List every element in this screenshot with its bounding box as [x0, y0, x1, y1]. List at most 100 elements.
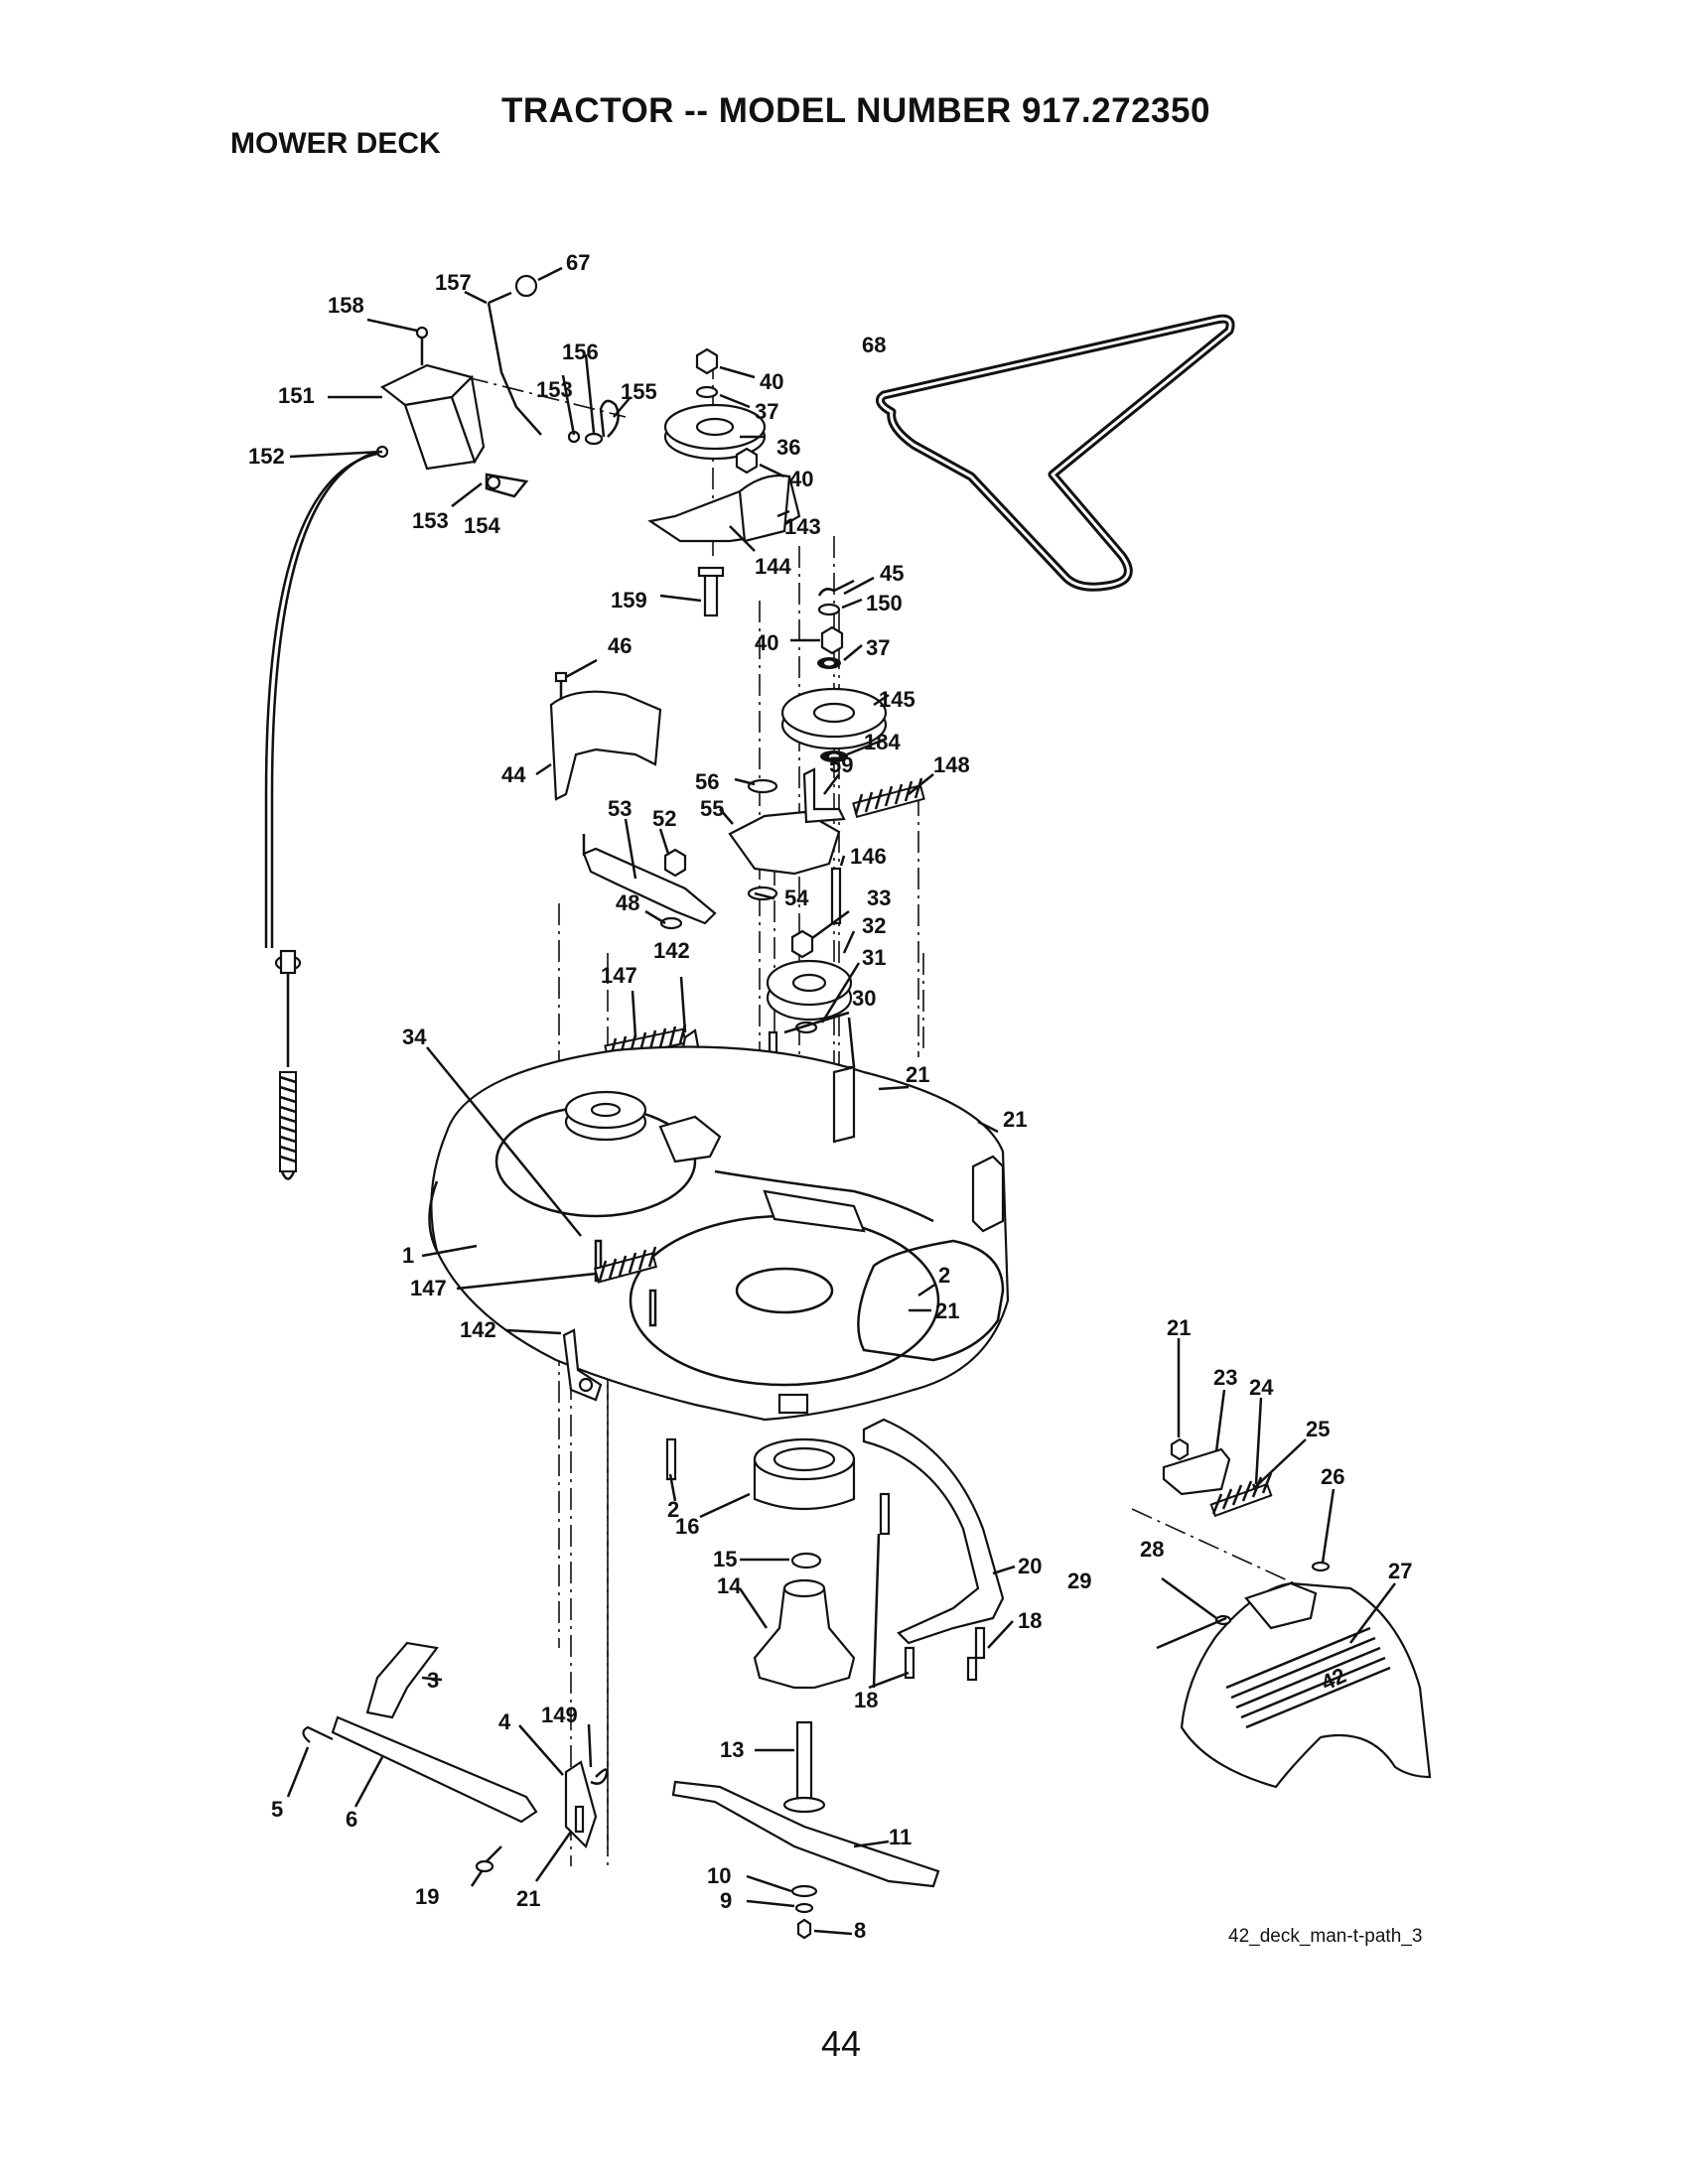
part-callouts: 158 157 67 151 152 153 154 153 156 155 4…	[248, 250, 1412, 1943]
callout-152: 152	[248, 444, 285, 469]
callout-184: 184	[864, 730, 901, 754]
callout-2-a: 2	[938, 1263, 950, 1288]
leader-lines	[286, 266, 1396, 1936]
bracket-142-lower	[562, 1328, 603, 1402]
callout-29: 29	[1067, 1569, 1091, 1593]
belt-guard	[549, 671, 662, 801]
callout-32: 32	[862, 913, 886, 938]
callout-149: 149	[541, 1703, 578, 1727]
idler-arm	[582, 834, 717, 930]
spindle-assembly	[665, 1437, 940, 1940]
callout-19: 19	[415, 1884, 439, 1909]
callout-21-d: 21	[1167, 1315, 1191, 1340]
drive-belt	[875, 314, 1235, 592]
section-title: MOWER DECK	[230, 127, 441, 160]
callout-14: 14	[717, 1573, 742, 1598]
callout-46: 46	[608, 633, 632, 658]
callout-26: 26	[1321, 1464, 1344, 1489]
spring-147-lower	[593, 1246, 658, 1284]
page-number: 44	[821, 2023, 862, 2064]
callout-21-c: 21	[935, 1298, 959, 1323]
chute-deflector: 42	[1156, 1437, 1432, 1789]
cable-spring	[279, 1071, 297, 1180]
callout-142-a: 142	[653, 938, 690, 963]
callout-21-b: 21	[1003, 1107, 1027, 1132]
callout-157: 157	[435, 270, 472, 295]
callout-154: 154	[464, 513, 500, 538]
callout-37-b: 37	[866, 635, 890, 660]
callout-68: 68	[862, 333, 886, 357]
callout-153-b: 153	[536, 377, 573, 402]
callout-158: 158	[328, 293, 364, 318]
callout-144: 144	[755, 554, 791, 579]
callout-52: 52	[652, 806, 676, 831]
page-title: TRACTOR -- MODEL NUMBER 917.272350	[501, 91, 1210, 130]
callout-147-b: 147	[410, 1276, 447, 1300]
upper-idler-assembly	[647, 347, 801, 617]
callout-27: 27	[1388, 1559, 1412, 1583]
callout-34: 34	[402, 1024, 427, 1049]
lift-link-assembly	[302, 1641, 609, 1873]
lift-cable	[264, 445, 389, 1180]
idler-bracket-assembly	[728, 767, 925, 925]
callout-151: 151	[278, 383, 315, 408]
callout-40-a: 40	[760, 369, 783, 394]
callout-156: 156	[562, 340, 599, 364]
callout-18-a: 18	[1018, 1608, 1042, 1633]
lower-pulley-assembly	[780, 579, 888, 762]
callout-21-e: 21	[516, 1886, 540, 1911]
callout-24: 24	[1249, 1375, 1274, 1400]
callout-36: 36	[776, 435, 800, 460]
callout-15: 15	[713, 1547, 737, 1571]
callout-21-a: 21	[906, 1062, 929, 1087]
callout-147-a: 147	[601, 963, 637, 988]
callout-9: 9	[720, 1888, 732, 1913]
callout-31: 31	[862, 945, 886, 970]
spring-148	[852, 777, 925, 819]
lift-lever-assembly	[379, 274, 620, 498]
callout-25: 25	[1306, 1417, 1330, 1441]
callout-40-b: 40	[789, 467, 813, 491]
callout-3: 3	[427, 1668, 439, 1693]
callout-28: 28	[1140, 1537, 1164, 1562]
callout-1: 1	[402, 1243, 414, 1268]
callout-11: 11	[889, 1825, 912, 1849]
callout-148: 148	[933, 752, 970, 777]
callout-30: 30	[852, 986, 876, 1011]
callout-145: 145	[879, 687, 915, 712]
deflector-spring	[1209, 1472, 1273, 1518]
callout-45: 45	[880, 561, 904, 586]
callout-16: 16	[675, 1514, 699, 1539]
callout-4: 4	[498, 1709, 511, 1734]
mower-deck-housing	[428, 1045, 1010, 1422]
callout-56: 56	[695, 769, 719, 794]
callout-10: 10	[707, 1863, 731, 1888]
callout-150: 150	[866, 591, 903, 615]
callout-40-c: 40	[755, 630, 778, 655]
drawing-reference: 42_deck_man-t-path_3	[1228, 1926, 1423, 1947]
callout-53: 53	[608, 796, 632, 821]
callout-153-a: 153	[412, 508, 449, 533]
callout-44: 44	[501, 762, 526, 787]
callout-33: 33	[867, 886, 891, 910]
callout-67: 67	[566, 250, 590, 275]
callout-159: 159	[611, 588, 647, 613]
callout-54: 54	[784, 886, 809, 910]
callout-13: 13	[720, 1737, 744, 1762]
callout-8: 8	[854, 1918, 866, 1943]
callout-20: 20	[1018, 1554, 1042, 1578]
callout-143: 143	[784, 514, 821, 539]
callout-146: 146	[850, 844, 887, 869]
callout-18-b: 18	[854, 1688, 878, 1712]
callout-48: 48	[616, 890, 639, 915]
stabilizer-bar	[862, 1418, 1005, 1682]
callout-59: 59	[829, 752, 853, 777]
callout-6: 6	[346, 1807, 357, 1832]
callout-23: 23	[1213, 1365, 1237, 1390]
callout-155: 155	[621, 379, 657, 404]
callout-142-b: 142	[460, 1317, 496, 1342]
callout-55: 55	[700, 796, 724, 821]
callout-5: 5	[271, 1797, 283, 1822]
callout-2-b: 2	[667, 1497, 679, 1522]
